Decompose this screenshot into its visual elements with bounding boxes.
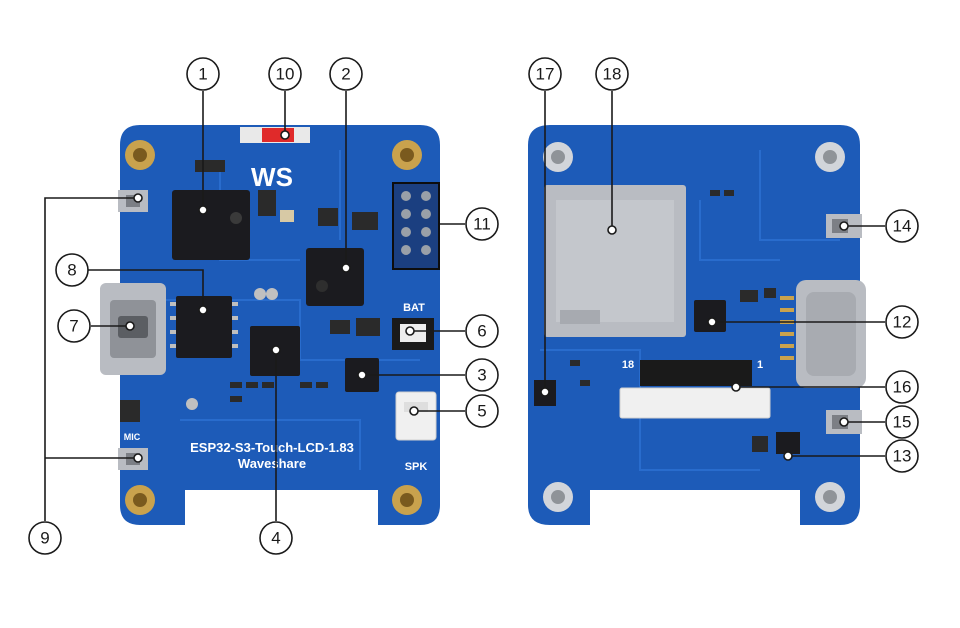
rtc-chip xyxy=(694,300,726,332)
mount-hole-back-tr xyxy=(815,142,845,172)
lcd-fpc-connector: 18 1 xyxy=(619,359,771,419)
model-label: ESP32-S3-Touch-LCD-1.83 xyxy=(190,440,354,455)
callout-8: 8 xyxy=(55,253,89,287)
callout-17: 17 xyxy=(528,57,562,91)
bat-label: BAT xyxy=(403,302,425,314)
callout-10-label: 10 xyxy=(276,65,295,84)
side-button-bottom xyxy=(118,448,148,470)
callout-1: 1 xyxy=(186,57,220,91)
tf-card-slot xyxy=(544,185,686,337)
callout-14: 14 xyxy=(885,209,919,243)
mount-hole-back-tl xyxy=(543,142,573,172)
callout-12: 12 xyxy=(885,305,919,339)
callout-14-label: 14 xyxy=(893,217,912,236)
logo-text: WS xyxy=(251,162,293,192)
brand-label: Waveshare xyxy=(238,456,306,471)
callout-1-label: 1 xyxy=(198,65,207,84)
callout-15-label: 15 xyxy=(893,413,912,432)
fpc-pin-label: 18 xyxy=(622,359,634,371)
callout-8-label: 8 xyxy=(67,261,76,280)
callout-5-label: 5 xyxy=(477,402,486,421)
callout-12-label: 12 xyxy=(893,313,912,332)
flash-chip xyxy=(170,296,238,358)
callout-9: 9 xyxy=(28,521,62,555)
esp32-s3-chip xyxy=(172,190,250,260)
callout-18-label: 18 xyxy=(603,65,622,84)
callout-16: 16 xyxy=(885,370,919,404)
callout-15: 15 xyxy=(885,405,919,439)
display-driver-chip xyxy=(306,248,364,306)
front-board: WS xyxy=(100,125,440,525)
callout-2-label: 2 xyxy=(341,65,350,84)
callout-9-label: 9 xyxy=(40,529,49,548)
back-board: 18 1 xyxy=(528,125,866,525)
callout-4-label: 4 xyxy=(271,529,280,548)
callout-7-label: 7 xyxy=(69,317,78,336)
callout-18: 18 xyxy=(595,57,629,91)
mount-hole-front-tr xyxy=(392,140,422,170)
side-button-top xyxy=(118,190,148,212)
mount-hole-back-br xyxy=(815,482,845,512)
callout-3: 3 xyxy=(465,358,499,392)
callout-10: 10 xyxy=(268,57,302,91)
callout-6-label: 6 xyxy=(477,322,486,341)
callout-13: 13 xyxy=(885,439,919,473)
callout-6: 6 xyxy=(465,314,499,348)
callout-16-label: 16 xyxy=(893,378,912,397)
callouts: 1 2 3 4 5 6 7 8 9 10 11 12 13 14 15 16 1… xyxy=(28,57,919,555)
callout-11-label: 11 xyxy=(473,215,491,234)
callout-11: 11 xyxy=(465,207,499,241)
callout-4: 4 xyxy=(259,521,293,555)
mount-hole-front-br xyxy=(392,485,422,515)
mount-hole-front-bl xyxy=(125,485,155,515)
fpc-pin-label-end: 1 xyxy=(757,359,763,371)
callout-2: 2 xyxy=(329,57,363,91)
callout-3-label: 3 xyxy=(477,366,486,385)
callout-17-label: 17 xyxy=(536,65,555,84)
power-switch xyxy=(240,127,310,143)
callout-13-label: 13 xyxy=(893,447,912,466)
charge-chip xyxy=(776,432,800,454)
mount-hole-front-tl xyxy=(125,140,155,170)
mount-hole-back-bl xyxy=(543,482,573,512)
spk-label: SPK xyxy=(405,461,428,473)
gpio-header xyxy=(392,182,440,270)
mic-label: MIC xyxy=(124,432,141,442)
callout-5: 5 xyxy=(465,394,499,428)
callout-7: 7 xyxy=(57,309,91,343)
